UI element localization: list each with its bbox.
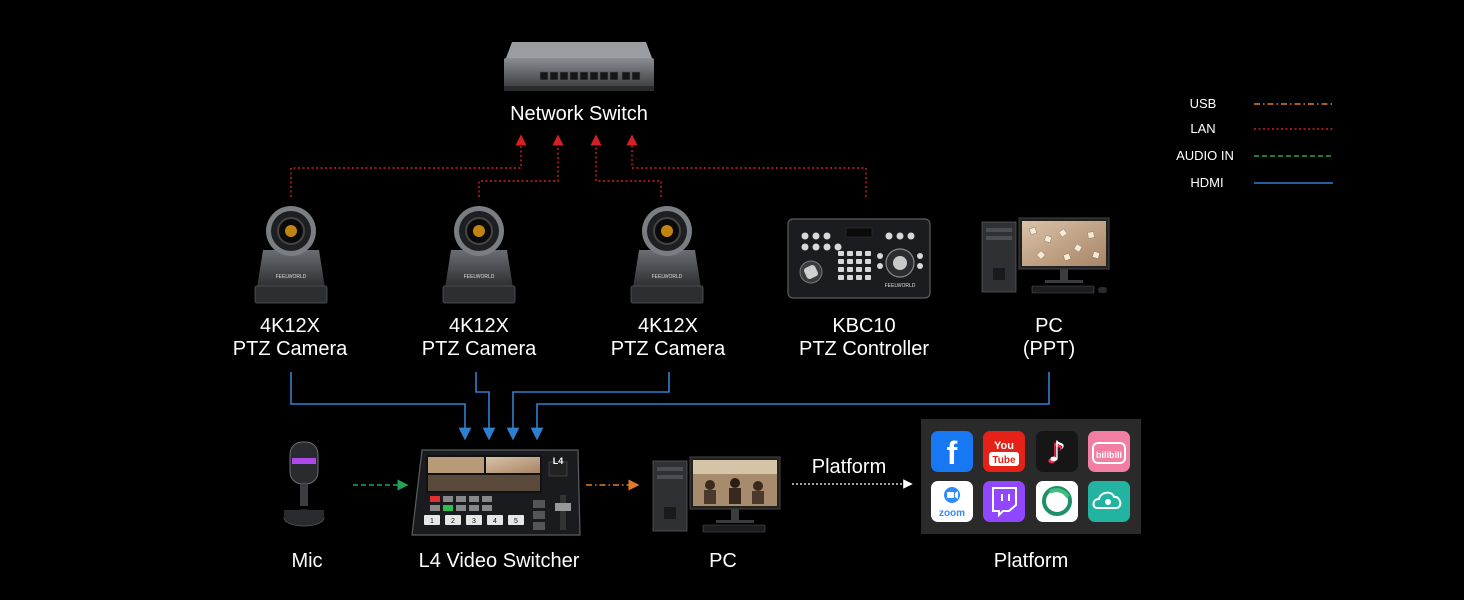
platform-label: Platform (994, 550, 1068, 572)
camera-brand: FEELWORLD (652, 274, 683, 280)
camera-2-model: 4K12X (449, 315, 509, 337)
bilibili-icon: bilibili (1088, 431, 1130, 472)
ptz-camera-1: FEELWORLD (254, 206, 328, 304)
svg-text:♪: ♪ (1046, 437, 1064, 470)
l4-video-switcher: 1 2 3 4 5 L4 (411, 449, 581, 536)
switcher-button-5: 5 (514, 518, 518, 525)
camera-3-type: PTZ Camera (611, 338, 726, 360)
controller-keypad (801, 232, 923, 280)
pc-ppt (981, 217, 1110, 294)
switcher-button-3: 3 (472, 518, 476, 525)
pc-ppt-line2: (PPT) (1023, 338, 1075, 360)
controller-model: KBC10 (832, 315, 895, 337)
switcher-button-1: 1 (430, 518, 434, 525)
platform-panel: f You Tube ♪ ♪ bilibili zoom (921, 419, 1141, 534)
legend-lan-label: LAN (1190, 121, 1215, 136)
svg-text:You: You (994, 440, 1014, 452)
camera-3-model: 4K12X (638, 315, 698, 337)
youtube-icon: You Tube (983, 431, 1025, 472)
ptz-controller: FEELWORLD (787, 218, 931, 299)
legend: USB LAN AUDIO IN HDMI (1176, 96, 1333, 190)
switch-ports (539, 71, 641, 81)
controller-type: PTZ Controller (799, 338, 929, 360)
network-switch (504, 42, 654, 91)
zoom-icon: zoom (931, 481, 973, 522)
camera-1-type: PTZ Camera (233, 338, 348, 360)
hdmi-connections (290, 372, 1050, 441)
microphone (283, 441, 325, 527)
cloud-live-icon (1088, 481, 1130, 522)
camera-brand: FEELWORLD (276, 274, 307, 280)
streaming-icon (1036, 481, 1078, 522)
lan-connections (290, 134, 867, 197)
scrabble-tiles (1029, 227, 1100, 262)
legend-usb-label: USB (1190, 96, 1217, 111)
svg-text:♪: ♪ (1048, 435, 1066, 468)
camera-1-model: 4K12X (260, 315, 320, 337)
mic-label: Mic (291, 550, 322, 572)
platform-arrow-label: Platform (812, 456, 886, 478)
pc-output (652, 456, 781, 533)
switcher-badge: L4 (553, 456, 564, 466)
svg-text:f: f (947, 435, 958, 471)
ptz-camera-2: FEELWORLD (442, 206, 516, 304)
pc-ppt-line1: PC (1035, 315, 1063, 337)
switcher-button-4: 4 (493, 518, 497, 525)
controller-brand: FEELWORLD (885, 283, 916, 289)
svg-text:zoom: zoom (939, 508, 965, 519)
switcher-label: L4 Video Switcher (419, 550, 580, 572)
tiktok-icon: ♪ ♪ (1036, 431, 1078, 472)
twitch-icon (983, 481, 1025, 522)
legend-hdmi-label: HDMI (1190, 175, 1223, 190)
switcher-button-2: 2 (451, 518, 455, 525)
pc-label: PC (709, 550, 737, 572)
svg-text:bilibili: bilibili (1096, 450, 1122, 460)
svg-text:Tube: Tube (992, 455, 1016, 466)
network-switch-label: Network Switch (510, 103, 648, 125)
camera-2-type: PTZ Camera (422, 338, 537, 360)
ptz-camera-3: FEELWORLD (630, 206, 704, 304)
facebook-icon: f (931, 431, 973, 472)
legend-audio-label: AUDIO IN (1176, 148, 1234, 163)
camera-brand: FEELWORLD (464, 274, 495, 280)
